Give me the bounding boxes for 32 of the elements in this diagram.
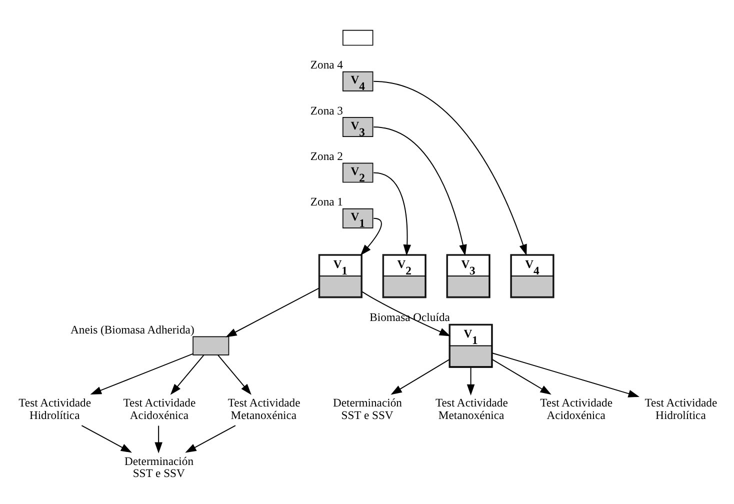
arrow	[226, 288, 320, 338]
node-text: Test Actividade Metanoxénica	[228, 396, 300, 422]
arrow	[466, 367, 475, 396]
arrow	[492, 352, 640, 398]
arrow	[373, 172, 412, 256]
node-text: Determinación SST e SSV	[332, 396, 402, 422]
node-text: Test Actividade Hidrolítica	[644, 396, 718, 422]
node-label: Zona 2	[310, 150, 344, 163]
node-text: Test Actividade Acidoxénica	[540, 396, 613, 422]
arrow	[390, 359, 450, 395]
arrow	[90, 353, 194, 395]
node-label: Biomasa Ocluída	[370, 311, 450, 324]
node-label: Zona 4	[310, 58, 344, 72]
node-label: Zona 3	[310, 104, 344, 118]
node-box	[342, 30, 374, 46]
arrow	[217, 354, 252, 395]
node-box	[192, 336, 230, 356]
arrow	[154, 425, 162, 454]
node-label: Zona 1	[310, 196, 344, 209]
node-text: Determinación SST e SSV	[124, 454, 194, 480]
arrow	[373, 80, 527, 256]
arrow	[373, 126, 467, 256]
node-label: Aneis (Biomasa Adherida)	[70, 324, 194, 337]
arrow	[81, 425, 132, 453]
arrow	[362, 291, 451, 336]
arrow	[185, 425, 236, 453]
arrow	[360, 218, 382, 256]
node-text: Test Actividade Acidoxénica	[123, 396, 196, 422]
arrow	[170, 354, 204, 395]
node-text: Test Actividade Metanoxénica	[436, 396, 508, 422]
arrow	[492, 359, 552, 395]
node-text: Test Actividade Hidrolítica	[18, 396, 92, 422]
